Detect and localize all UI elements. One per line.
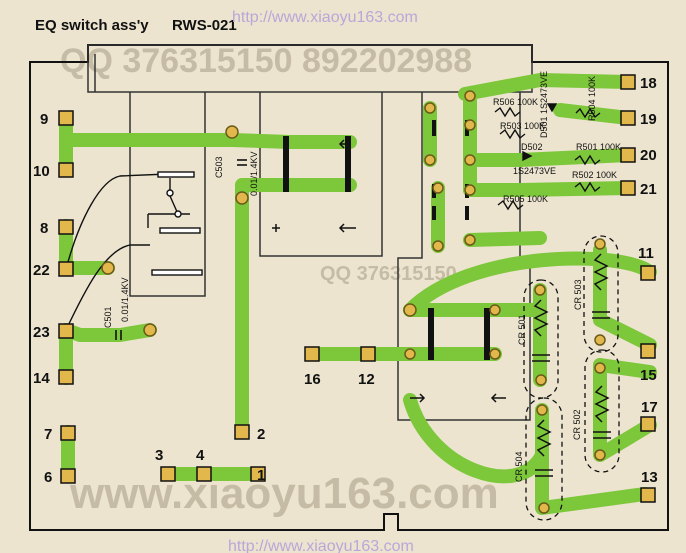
cr-components <box>532 253 611 477</box>
cr-label: CR 504 <box>514 451 524 482</box>
watermark-url-top: http://www.xiaoyu163.com <box>232 9 418 26</box>
diode-label: D502 <box>521 142 543 152</box>
component-labels: C503 0.01/1.4KV C501 0.01/1.4KV R506 100… <box>103 71 621 482</box>
terminal-label: 10 <box>33 163 50 180</box>
switch-contacts <box>283 120 490 360</box>
terminal-label: 7 <box>44 426 52 443</box>
capacitor-label: C503 <box>214 156 224 178</box>
capacitor-value: 0.01/1.4KV <box>120 277 130 322</box>
arrow-marks <box>272 139 506 403</box>
terminal-label: 6 <box>44 469 52 486</box>
resistor-label: R504 100K <box>587 76 597 121</box>
resistor-symbols <box>494 103 601 211</box>
cr-label: CR 502 <box>572 409 582 440</box>
resistor-label: R503 100K <box>500 121 545 131</box>
terminal-label: 2 <box>257 426 265 443</box>
terminal-label: 17 <box>641 399 658 416</box>
bg-qq-watermark-2: QQ 376315150 <box>320 263 457 285</box>
resistor-label: R506 100K <box>493 97 538 107</box>
bg-qq-watermark: QQ 376315150 892202988 <box>60 42 472 80</box>
terminal-label: 20 <box>640 147 657 164</box>
terminal-label: 16 <box>304 371 321 388</box>
terminal-label: 4 <box>196 447 205 464</box>
switch-mechanism <box>65 171 203 331</box>
capacitor-value: 0.01/1.4KV <box>249 151 259 196</box>
terminal-labels: 9 10 8 22 23 14 7 6 3 4 2 1 16 12 18 19 … <box>33 75 658 486</box>
bg-site-watermark: www.xiaoyu163.com <box>69 469 499 518</box>
terminal-label: 8 <box>40 220 48 237</box>
terminal-label: 9 <box>40 111 48 128</box>
cr-label: CR 503 <box>573 279 583 310</box>
terminal-label: 22 <box>33 262 50 279</box>
terminal-label: 15 <box>640 367 657 384</box>
capacitor-symbols <box>115 159 247 340</box>
page-title: EQ switch ass'y <box>35 17 149 34</box>
terminal-label: 1 <box>257 467 265 484</box>
terminal-label: 3 <box>155 447 163 464</box>
terminal-label: 21 <box>640 181 657 198</box>
cr-modules <box>523 235 620 521</box>
watermark-url-bottom: http://www.xiaoyu163.com <box>228 538 414 553</box>
terminal-label: 12 <box>358 371 375 388</box>
model-number: RWS-021 <box>172 17 237 34</box>
terminal-label: 14 <box>33 370 50 387</box>
diode-part: 1S2473VE <box>513 166 556 176</box>
terminal-label: 13 <box>641 469 658 486</box>
round-pads <box>101 90 606 514</box>
resistor-label: R505 100K <box>503 194 548 204</box>
capacitor-label: C501 <box>103 306 113 328</box>
terminal-label: 18 <box>640 75 657 92</box>
terminal-label: 11 <box>638 245 654 262</box>
diode-label: D501 1S2473VE <box>539 71 549 138</box>
terminal-pads <box>58 74 656 503</box>
terminal-label: 19 <box>640 111 657 128</box>
terminal-label: 23 <box>33 324 50 341</box>
resistor-label: R501 100K <box>576 142 621 152</box>
resistor-label: R502 100K <box>572 170 617 180</box>
cr-label: CR 501 <box>517 314 527 345</box>
